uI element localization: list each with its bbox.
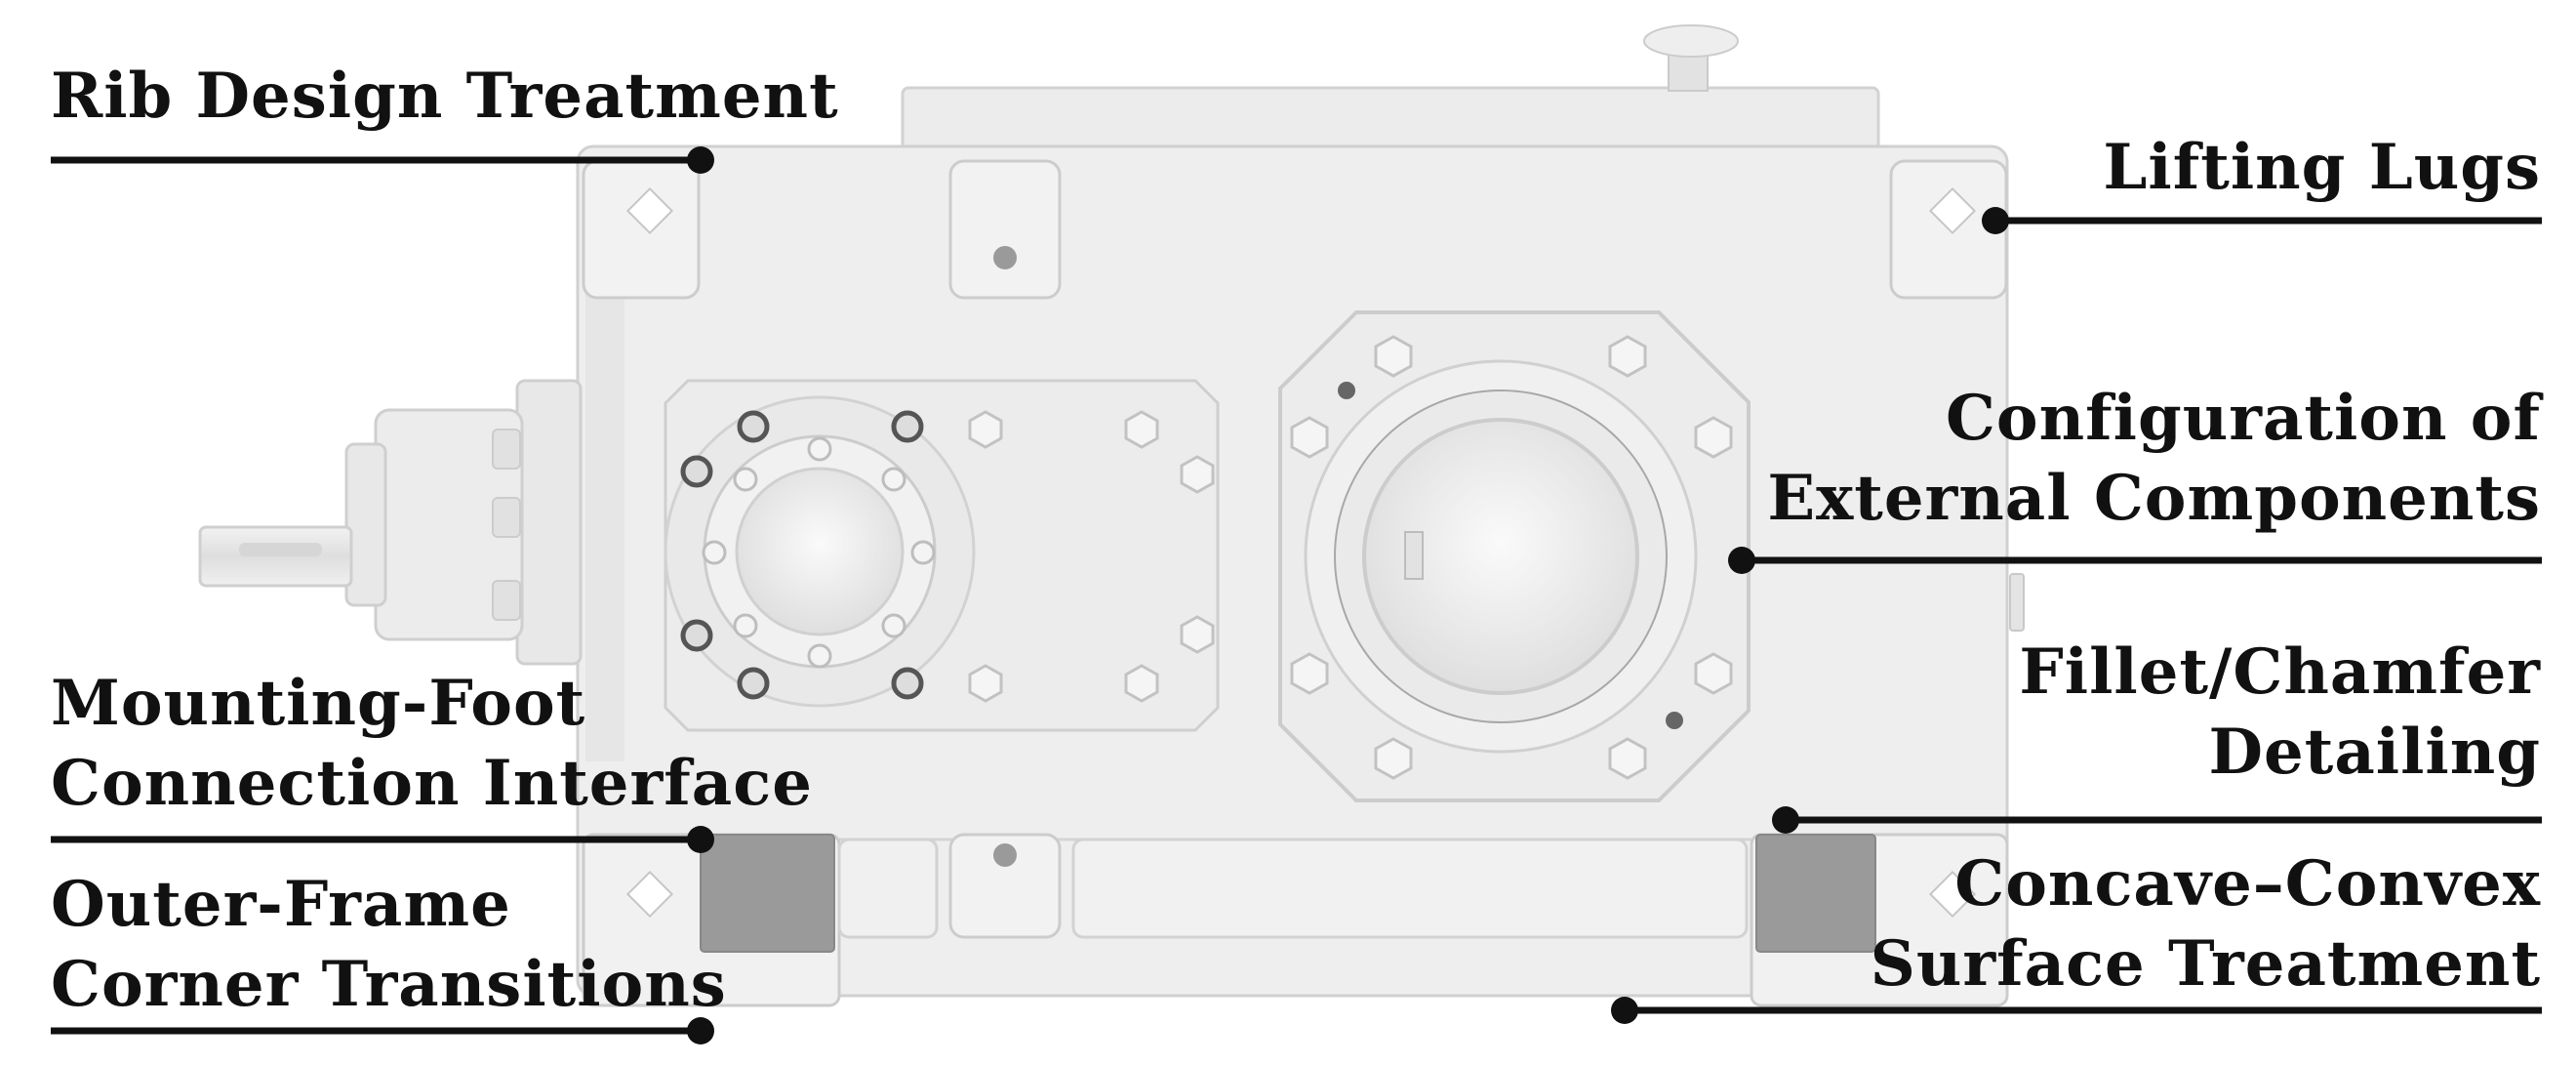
label-line: Surface Treatment bbox=[1870, 927, 2541, 1001]
leader-dot bbox=[1982, 207, 2009, 234]
lifting-lugs bbox=[582, 159, 2008, 300]
label-line: Mounting-Foot bbox=[51, 667, 586, 740]
label-fillet-chamfer: Fillet/Chamfer Detailing bbox=[2019, 633, 2541, 793]
leader-dot bbox=[687, 1017, 714, 1045]
input-shaft-assembly bbox=[198, 379, 583, 666]
leader-lines bbox=[51, 146, 2542, 1045]
label-line: Rib Design Treatment bbox=[51, 60, 839, 133]
label-line: Detailing bbox=[2208, 716, 2541, 789]
label-mounting-foot: Mounting-Foot Connection Interface bbox=[51, 664, 813, 824]
label-line: Lifting Lugs bbox=[2103, 131, 2541, 204]
label-line: Configuration of bbox=[1945, 382, 2541, 455]
leader-dot bbox=[687, 826, 714, 853]
label-line: Concave–Convex bbox=[1954, 847, 2541, 921]
cap-screws bbox=[702, 436, 936, 669]
flange-bolts bbox=[680, 410, 924, 700]
plate-hex-bolts bbox=[968, 410, 1215, 703]
label-line: Connection Interface bbox=[51, 747, 813, 820]
leader-dot bbox=[1611, 997, 1638, 1024]
top-cover bbox=[901, 24, 1880, 153]
label-line: External Components bbox=[1767, 462, 2541, 535]
label-line: Fillet/Chamfer bbox=[2019, 635, 2541, 709]
drain-plug bbox=[2009, 573, 2025, 632]
label-rib-design: Rib Design Treatment bbox=[51, 57, 839, 137]
leader-dot bbox=[687, 146, 714, 174]
label-line: Corner Transitions bbox=[51, 948, 727, 1021]
cover-hex-bolts bbox=[1290, 335, 1733, 780]
output-bearing-cover bbox=[1278, 310, 1751, 802]
leader-dot bbox=[1772, 806, 1799, 834]
mounting-feet bbox=[582, 833, 2009, 1007]
label-line: Outer-Frame bbox=[51, 868, 511, 941]
label-external-components: Configuration of External Components bbox=[1767, 379, 2541, 539]
leader-dot bbox=[1728, 547, 1755, 574]
label-concave-convex: Concave–Convex Surface Treatment bbox=[1871, 844, 2541, 1004]
label-outer-frame: Outer-Frame Corner Transitions bbox=[51, 865, 727, 1025]
label-lifting-lugs: Lifting Lugs bbox=[2103, 128, 2541, 208]
